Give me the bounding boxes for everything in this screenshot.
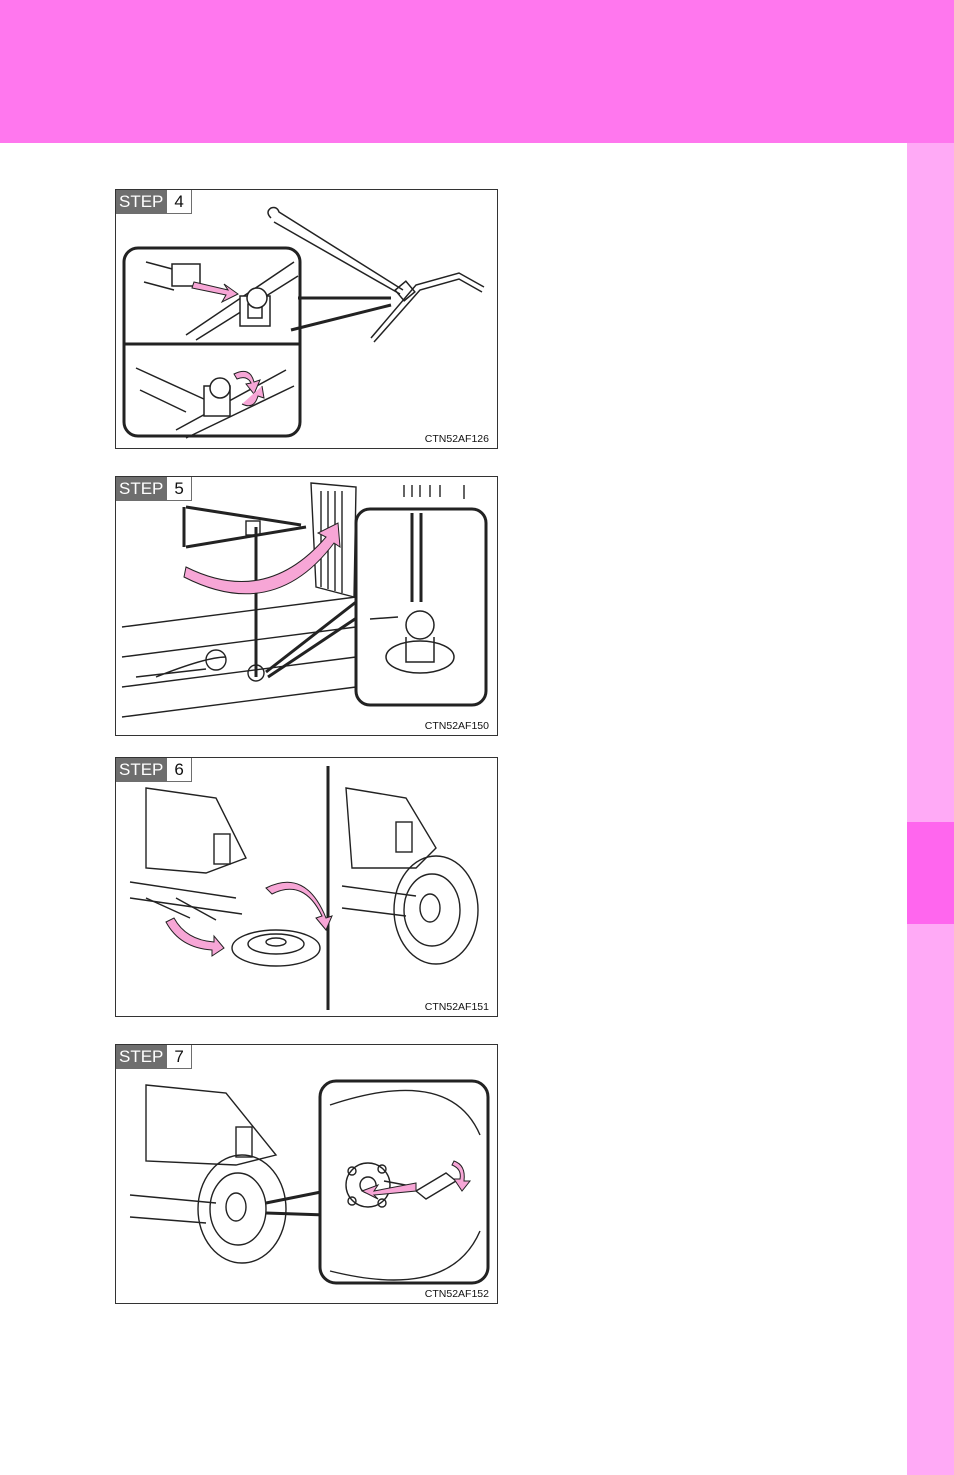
step-4-figure: STEP 4 CTN52A [115, 189, 498, 449]
tire-bolt-removal-illustration [129, 1079, 490, 1285]
figure-code: CTN52AF126 [422, 433, 491, 445]
spare-tire-lowering-illustration [121, 482, 488, 718]
figure-code: CTN52AF150 [422, 720, 491, 732]
page-header-band [0, 0, 954, 143]
chapter-tab-active [907, 822, 954, 924]
step-7-figure: STEP 7 CTN52AF152 [115, 1044, 498, 1304]
spare-tire-removal-illustration [129, 766, 479, 1010]
step-label: STEP 6 [116, 758, 192, 782]
step-label: STEP 4 [116, 190, 192, 214]
step-5-figure: STEP 5 CTN52AF150 [115, 476, 498, 736]
jack-handle-illustration [122, 206, 485, 439]
figure-code: CTN52AF151 [422, 1001, 491, 1013]
step-6-figure: STEP 6 CTN52AF151 [115, 757, 498, 1017]
chapter-side-strip [907, 143, 954, 1475]
step-label: STEP 5 [116, 477, 192, 501]
figure-code: CTN52AF152 [422, 1288, 491, 1300]
step-label: STEP 7 [116, 1045, 192, 1069]
